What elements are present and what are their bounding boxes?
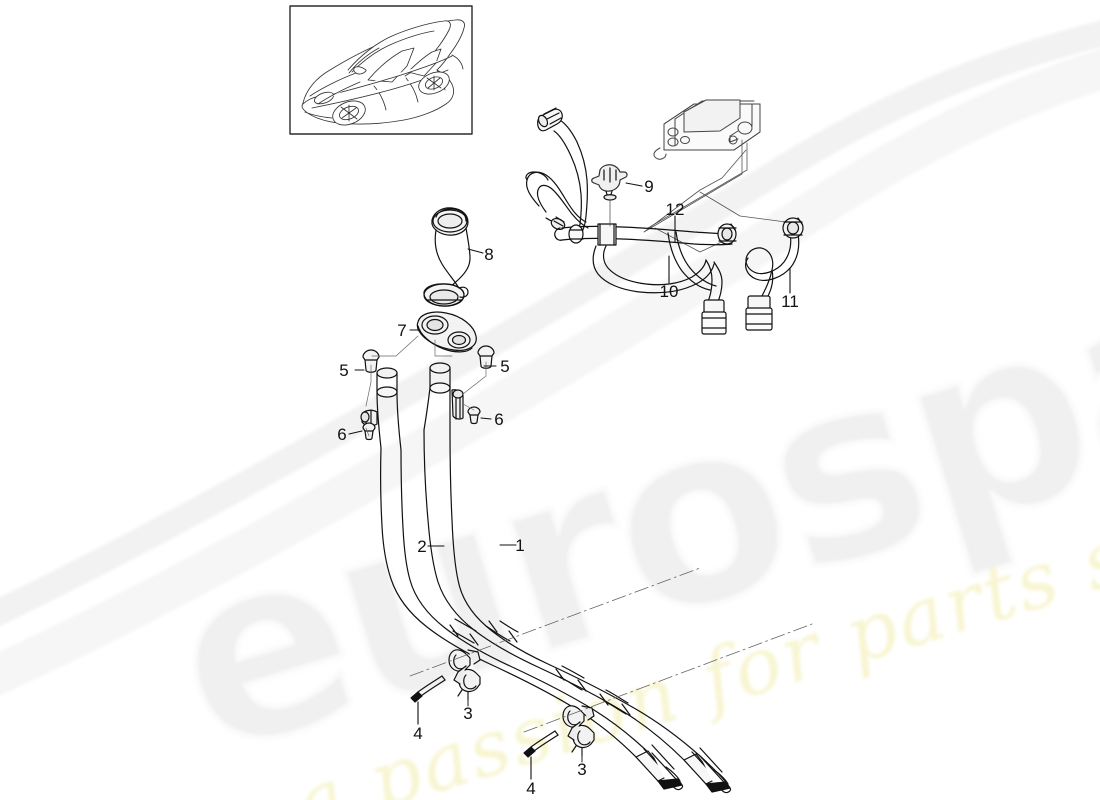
callout-leaders [348,182,791,547]
vehicle-illustration [301,19,465,126]
bolt-upper-4 [410,675,446,725]
callout-8: 8 [484,245,493,264]
gasket-flange-7 [416,311,477,353]
hose-10-path [592,245,715,294]
hose-end-fitting-a [701,299,727,335]
rail-clamp-block [597,223,617,246]
callout-5-right: 5 [500,357,509,376]
callout-4-lower: 4 [526,779,535,798]
callout-4-upper: 4 [413,724,422,743]
callout-2: 2 [417,537,426,556]
pipe-2-inner [379,447,659,782]
pipe-upper-stubs [360,335,495,451]
vehicle-inset [289,5,473,135]
pipe-1-outer [449,431,727,783]
clip-axis-lines [409,567,813,733]
pipe-left-stub [376,367,402,451]
expanding-nut-right-5 [477,345,495,369]
coolant-hose-8 [423,207,471,307]
bracket-left [360,409,378,427]
pipe-end-fitting-1 [683,747,732,794]
callout-1: 1 [515,536,524,555]
pipe-end-fitting-2 [635,744,684,791]
bracket-right [451,389,464,420]
bolt-lower-4 [523,730,559,780]
callout-3-upper: 3 [463,704,472,723]
callout-6-right: 6 [494,410,503,429]
hose-clip-retainer-9 [591,164,628,227]
pipe-right-stub [423,362,451,433]
water-pipes-main [379,429,732,794]
callout-6-left: 6 [337,425,346,444]
heater-control-unit [653,99,761,160]
hose-11 [745,217,804,331]
callout-5-left: 5 [339,361,348,380]
callout-12: 12 [666,200,685,219]
pipe-1-inner [423,429,707,785]
retaining-clip-upper-3 [448,649,481,707]
hose-12-path [675,231,717,287]
hose-8-lower-clamp [423,283,469,307]
ring-clamp-12 [717,223,737,245]
hose-rail-upper [561,225,731,235]
callout-9: 9 [644,177,653,196]
assembly-reference-lines [643,139,787,253]
expanding-nut-left-5 [362,349,380,373]
hose-assembly-upper [525,107,804,335]
callout-3-lower: 3 [577,760,586,779]
hose-loop-left [525,171,589,231]
callout-7: 7 [397,321,406,340]
bolt-left-6 [362,422,376,441]
pipe-joint-rings [449,618,631,716]
callout-11: 11 [781,292,799,311]
callout-10: 10 [660,282,679,301]
